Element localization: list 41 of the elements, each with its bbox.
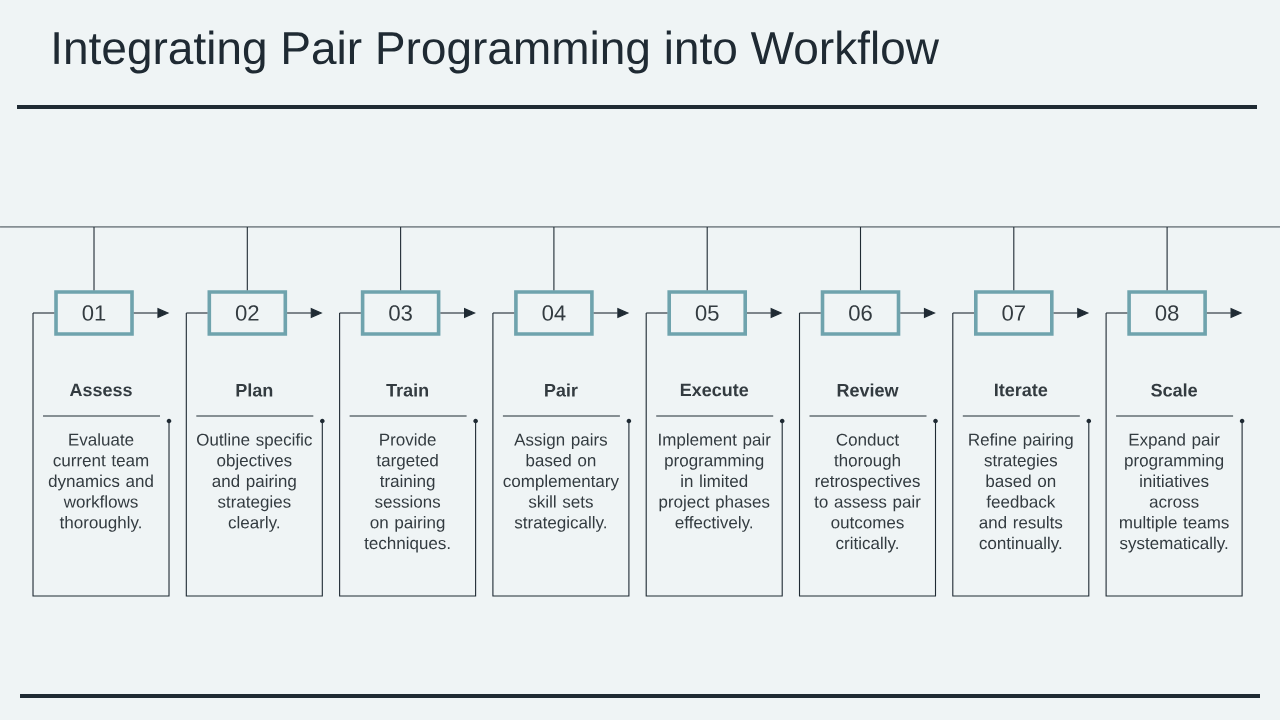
connector-line (706, 226, 708, 291)
connector-line (952, 312, 975, 314)
number-box: 03 (360, 290, 441, 336)
connector-line (492, 312, 515, 314)
connector-line (400, 226, 402, 291)
connector-line (1105, 312, 1128, 314)
number-box: 04 (514, 290, 594, 336)
connector-line (32, 312, 55, 314)
step-description: Implement pair programming in limited project phases effectively. (659, 433, 771, 532)
number-box: 08 (1127, 290, 1207, 336)
title: Integrating Pair Programming into Workflow (54, 30, 940, 74)
step-heading: Review (837, 383, 899, 397)
number-box: 01 (54, 290, 134, 336)
connector-line (859, 226, 862, 291)
step-description: Evaluate current team dynamics and workflows thoroughly. (48, 433, 153, 532)
connector-line (798, 312, 822, 314)
step-heading: Pair (545, 383, 578, 397)
step-description: Provide targeted training sessions on pairing techniques. (364, 433, 450, 553)
connector-line (1166, 226, 1168, 291)
connector-line (645, 312, 668, 314)
connector-line (185, 312, 209, 314)
number-box: 06 (820, 290, 901, 336)
connector-line (339, 312, 362, 314)
connector-line (553, 226, 555, 291)
step-heading: Assess (69, 383, 132, 397)
step-heading: Execute (680, 383, 749, 397)
step-description: Refine pairing strategies based on feedback and results continually. (969, 433, 1073, 553)
step-description: Expand pair programming initiatives across multiple teams systematically. (1119, 433, 1229, 553)
number-box: 05 (667, 290, 747, 336)
step-description: Outline specific objectives and pairing strategies clearly. (197, 433, 312, 532)
number-box: 02 (207, 290, 288, 336)
connector-line (1013, 226, 1015, 291)
step-description: Assign pairs based on complementary skill sets strategically. (503, 433, 619, 532)
number-box: 07 (974, 290, 1054, 336)
connector-line (93, 226, 95, 291)
connector-line (246, 226, 248, 291)
step-description: Conduct thorough retrospectives to assess pair outcomes critically. (814, 433, 921, 553)
step-heading: Train (386, 383, 428, 397)
step-heading: Plan (236, 383, 273, 397)
step-heading: Iterate (995, 383, 1048, 397)
step-heading: Scale (1151, 383, 1197, 397)
